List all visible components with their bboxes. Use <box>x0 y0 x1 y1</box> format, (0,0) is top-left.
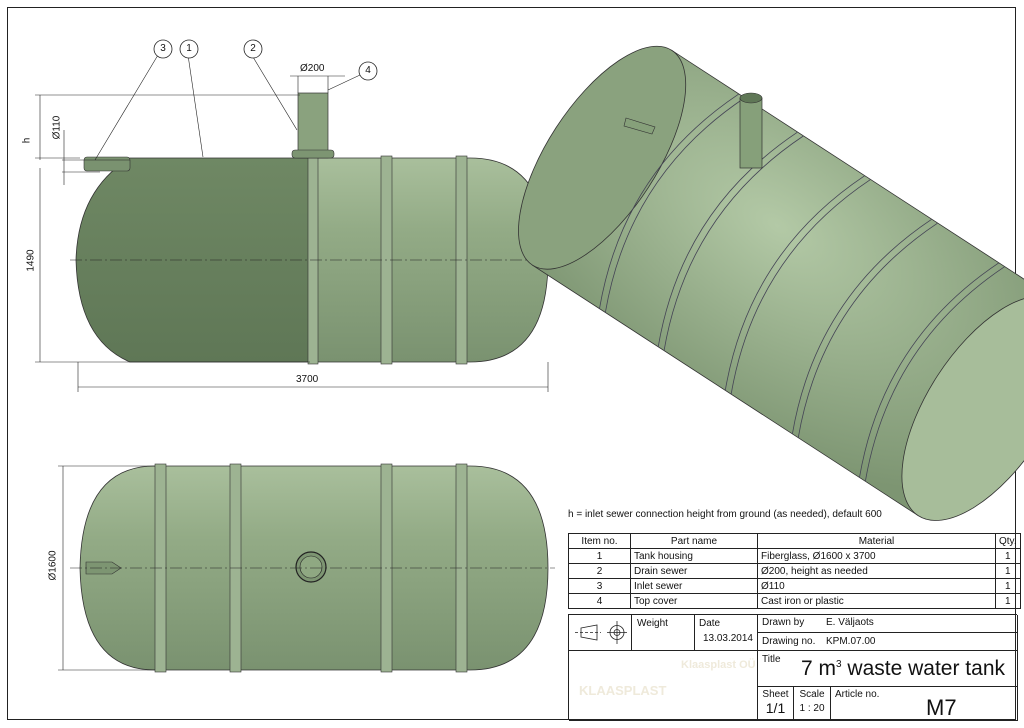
title-cell: Title 7 m3 waste water tank <box>758 651 1018 687</box>
drawing-no-value: KPM.07.00 <box>826 636 876 647</box>
article-cell: Article no. M7 <box>831 687 1018 721</box>
qty: 1 <box>995 548 1021 564</box>
balloon-1-label: 1 <box>186 43 192 54</box>
item-no: 4 <box>568 593 631 609</box>
projection-symbol <box>569 615 632 651</box>
scale-label: Scale <box>799 689 825 700</box>
title-main: 7 m <box>801 657 837 680</box>
header-part-name: Part name <box>630 533 758 549</box>
title-label: Title <box>762 654 781 665</box>
diameter-dim: Ø1600 <box>47 550 59 581</box>
material: Ø110 <box>757 578 996 594</box>
balloon-2 <box>243 39 263 59</box>
h-dim: h <box>21 137 33 144</box>
height-dim: 1490 <box>25 249 37 272</box>
drawing-no-cell: Drawing no. KPM.07.00 <box>758 633 1018 651</box>
qty: 1 <box>995 578 1021 594</box>
date-value: 13.03.2014 <box>702 633 753 644</box>
item-no: 2 <box>568 563 631 579</box>
weight-label: Weight <box>637 618 668 629</box>
pipe-diameter-dim: Ø200 <box>300 63 325 74</box>
title-superscript: 3 <box>836 659 842 670</box>
logo-text: KLAASPLAST <box>579 683 667 698</box>
sheet-cell: Sheet 1/1 <box>758 687 794 721</box>
inlet-sewer-pipe <box>83 156 131 172</box>
item-no: 3 <box>568 578 631 594</box>
projection-symbol-icon <box>575 621 627 644</box>
qty: 1 <box>995 563 1021 579</box>
drawing-no-label: Drawing no. <box>762 636 816 647</box>
top-view <box>58 463 555 673</box>
material: Fiberglass, Ø1600 x 3700 <box>757 548 996 564</box>
scale-value: 1 : 20 <box>799 703 825 714</box>
qty: 1 <box>995 593 1021 609</box>
drawn-by-cell: Drawn by E. Väljaots <box>758 615 1018 633</box>
balloon-2-label: 2 <box>250 43 256 54</box>
balloon-1 <box>179 39 199 59</box>
material: Cast iron or plastic <box>757 593 996 609</box>
balloon-4-label: 4 <box>365 65 371 76</box>
part-name: Tank housing <box>630 548 758 564</box>
isometric-view <box>518 45 1024 521</box>
height-note: h = inlet sewer connection height from g… <box>568 509 882 520</box>
date-label: Date <box>699 618 721 629</box>
sheet-label: Sheet <box>762 689 789 700</box>
iso-inlet-pipe <box>623 117 656 135</box>
drain-sewer-pipe <box>297 92 329 159</box>
item-no: 1 <box>568 548 631 564</box>
header-qty: Qty. <box>995 533 1021 549</box>
part-name: Top cover <box>630 593 758 609</box>
drawn-by-label: Drawn by <box>762 617 805 628</box>
inlet-diameter-dim: Ø110 <box>51 115 63 140</box>
balloon-3 <box>153 39 173 59</box>
sheet-value: 1/1 <box>765 700 786 716</box>
company-name: Klaasplast OÜ <box>681 659 756 671</box>
header-item-no: Item no. <box>568 533 631 549</box>
material: Ø200, height as needed <box>757 563 996 579</box>
balloon-3-label: 3 <box>160 43 166 54</box>
front-view <box>35 39 555 392</box>
title-block: Weight Date 13.03.2014 Drawn by E. Välja… <box>568 614 1018 721</box>
part-name: Inlet sewer <box>630 578 758 594</box>
scale-cell: Scale 1 : 20 <box>794 687 831 721</box>
table-header-row: Item no. Part name Material Qty. <box>568 533 1021 549</box>
length-dim: 3700 <box>296 374 319 385</box>
date-cell: Date 13.03.2014 <box>695 615 758 651</box>
article-label: Article no. <box>835 689 880 700</box>
header-material: Material <box>757 533 996 549</box>
weight-cell: Weight <box>632 615 695 651</box>
drawing-title: 7 m3 waste water tank <box>801 657 1005 681</box>
article-value: M7 <box>926 695 957 720</box>
balloon-4 <box>358 61 378 81</box>
company-logo: KLAASPLAST Klaasplast OÜ <box>569 651 758 721</box>
part-name: Drain sewer <box>630 563 758 579</box>
drawn-by-value: E. Väljaots <box>826 617 874 628</box>
title-rest: waste water tank <box>841 657 1005 680</box>
